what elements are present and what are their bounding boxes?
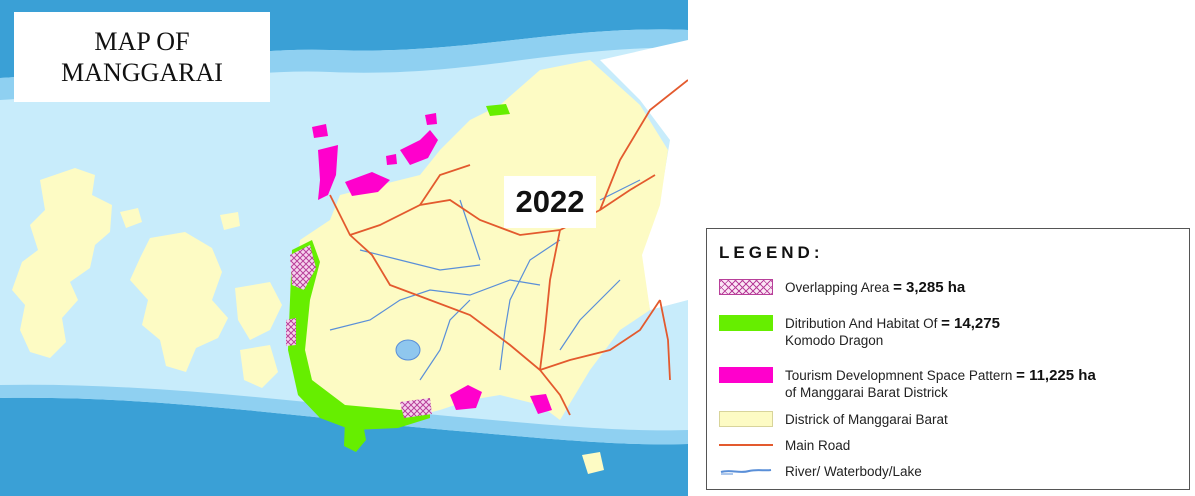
tourism-area-south-2 — [530, 394, 552, 414]
legend-district-label: Districk of Manggarai Barat — [785, 412, 948, 427]
road-line-icon — [719, 444, 773, 446]
green-swatch-icon — [719, 315, 773, 331]
tourism-area-north-3 — [400, 130, 438, 165]
year-label: 2022 — [504, 176, 596, 228]
legend-habitat-value: = 14,275 — [941, 315, 1000, 332]
legend-river-label: River/ Waterbody/Lake — [785, 464, 922, 479]
district-land — [290, 60, 668, 428]
legend-habitat-label2: Komodo Dragon — [785, 333, 884, 348]
komodo-habitat-south — [344, 418, 366, 452]
map-title-line2: MANGGARAI — [61, 58, 223, 87]
tourism-area-south — [450, 385, 482, 410]
legend-tourism-label: Tourism Developmnent Space Pattern — [785, 368, 1013, 383]
legend-tourism-value: = 11,225 ha — [1016, 367, 1096, 384]
outside-area — [600, 40, 688, 310]
sea-dark-band-bottom — [0, 397, 688, 496]
tourism-area-islet-2 — [425, 113, 437, 125]
island-small-1 — [120, 208, 142, 228]
tourism-area-islet-1 — [312, 124, 328, 138]
rivers — [329, 179, 641, 381]
tourism-area-islet-3 — [386, 154, 397, 165]
lake — [395, 339, 421, 361]
island-south-small — [240, 345, 278, 388]
island-mid-small — [235, 282, 282, 340]
island-west — [12, 168, 112, 358]
legend-overlap-label: Overlapping Area — [785, 280, 890, 295]
overlap-area-west — [290, 245, 316, 290]
overlap-area-south — [400, 398, 432, 418]
crosshatch-swatch-icon — [719, 279, 773, 295]
tourism-area-north-2 — [345, 172, 390, 196]
legend-panel: LEGEND: Overlapping Area = 3,285 ha Ditr… — [706, 228, 1190, 490]
island-small-2 — [220, 212, 240, 230]
main-roads — [329, 79, 688, 416]
legend-overlap-value: = 3,285 ha — [893, 279, 966, 296]
legend-road-label: Main Road — [785, 438, 851, 453]
map-title-line1: MAP OF — [94, 27, 190, 56]
map-title: MAP OF MANGGARAI — [14, 12, 270, 102]
legend-habitat-label: Ditribution And Habitat Of — [785, 316, 938, 331]
legend-title: LEGEND: — [719, 243, 824, 262]
river-line-icon — [720, 469, 772, 475]
komodo-habitat-islet — [486, 104, 510, 116]
overlap-area-west-2 — [286, 318, 296, 346]
legend-tourism-label2: of Manggarai Barat Districk — [785, 385, 948, 400]
magenta-swatch-icon — [719, 367, 773, 383]
tourism-area-north — [318, 145, 338, 200]
map-panel: MAP OF MANGGARAI 2022 — [0, 0, 688, 496]
island-central-west — [130, 232, 228, 372]
island-small-3 — [582, 452, 604, 474]
yellow-swatch-icon — [719, 411, 773, 427]
